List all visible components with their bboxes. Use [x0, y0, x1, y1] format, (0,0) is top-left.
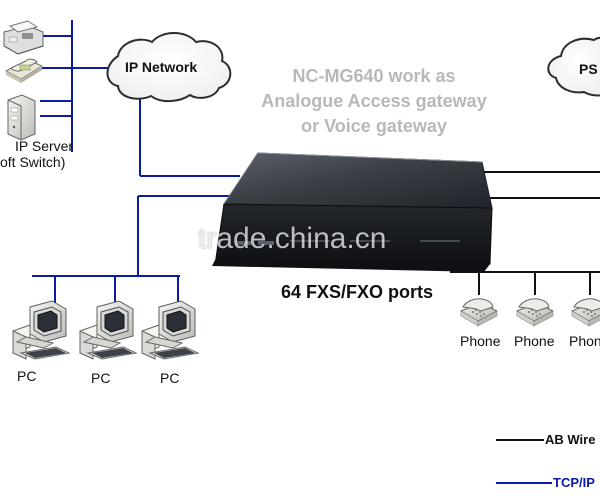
voice-gateway-device-icon [212, 152, 493, 272]
pstn-cloud-icon [547, 36, 600, 97]
gateway-description-line-1: NC-MG640 work as [292, 66, 456, 86]
phone-2-icon [515, 298, 555, 327]
pc-label-1: PC [17, 368, 37, 384]
ab-wire-lines [450, 171, 600, 295]
server-label-line-2: oft Switch) [0, 154, 66, 170]
watermark-text: trade.china.cn [198, 222, 387, 255]
phone-label-1: Phone [460, 333, 501, 349]
pc-3-icon [141, 300, 200, 360]
tcp-ip-connection-lines [32, 20, 240, 305]
ip-network-label: IP Network [125, 59, 198, 75]
legend-tcp-ip-label: TCP/IP [553, 475, 595, 490]
pstn-label: PS [579, 61, 598, 77]
fax-machine-icon [3, 20, 44, 55]
legend-ab-wire-label: AB Wire [545, 432, 596, 447]
phone-label-3: Phon [569, 333, 600, 349]
gateway-description-line-2: Analogue Access gateway [261, 91, 487, 111]
ip-phone-icon [4, 58, 44, 83]
pc-label-3: PC [160, 370, 180, 386]
phone-label-2: Phone [514, 333, 555, 349]
pc-1-icon [12, 300, 71, 360]
server-tower-icon [7, 94, 36, 141]
gateway-description: NC-MG640 work as Analogue Access gateway… [248, 64, 500, 139]
legend-lines [496, 439, 552, 484]
server-label-line-1: IP Server [15, 138, 74, 154]
phone-1-icon [459, 298, 499, 327]
pc-2-icon [79, 300, 138, 360]
ports-label: 64 FXS/FXO ports [281, 282, 434, 302]
gateway-description-line-3: or Voice gateway [301, 116, 447, 136]
ip-network-cloud-icon [106, 32, 232, 103]
phone-3-icon [570, 298, 600, 327]
pc-label-2: PC [91, 370, 111, 386]
